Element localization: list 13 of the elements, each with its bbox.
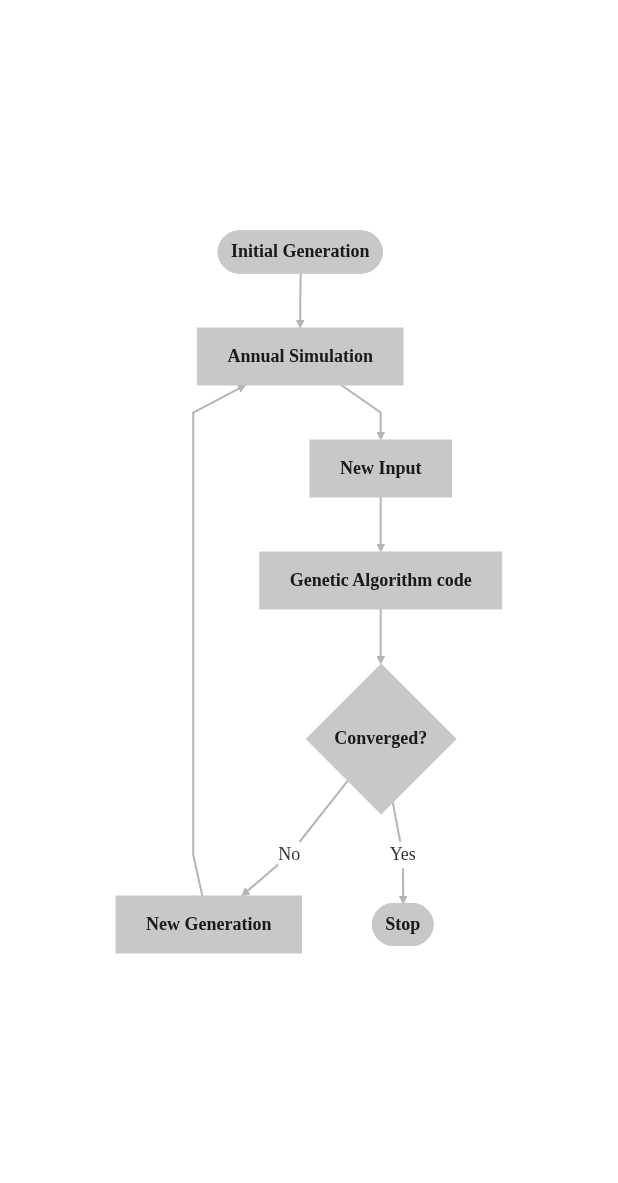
arrow <box>376 607 386 664</box>
arrow <box>340 383 386 440</box>
arrow <box>241 779 349 896</box>
arrow <box>376 495 386 552</box>
edge-label: Yes <box>389 843 417 864</box>
node-diamond: Converged? <box>305 663 457 814</box>
node-box: New Input <box>309 439 453 497</box>
node-box: Genetic Algorithm code <box>259 551 503 609</box>
arrow <box>192 384 247 897</box>
node-box: New Generation <box>115 895 303 953</box>
edge-label: No <box>278 843 301 864</box>
node-box: Annual Simulation <box>197 327 404 385</box>
arrow <box>295 272 305 328</box>
